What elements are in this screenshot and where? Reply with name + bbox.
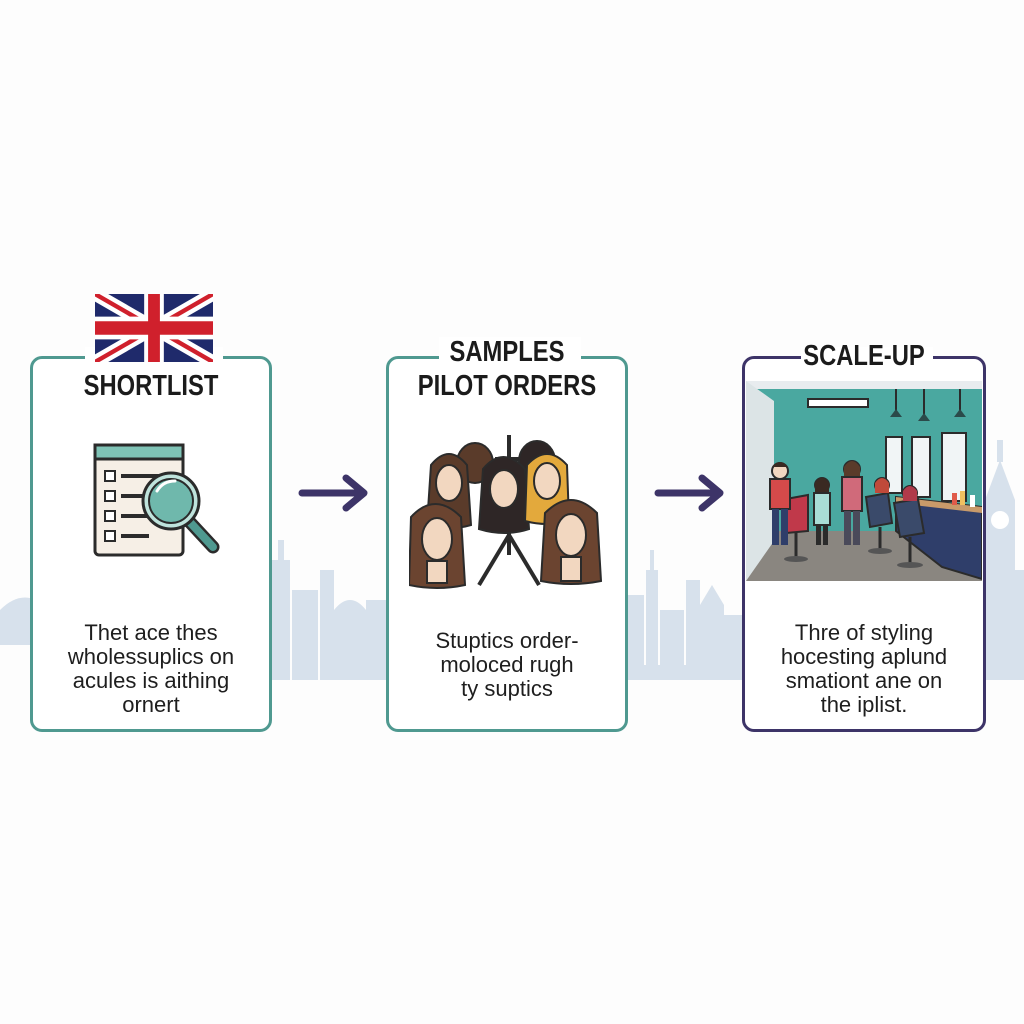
checklist-magnifier-icon <box>93 443 220 557</box>
arrow-right-icon <box>654 474 724 512</box>
step-card-samples: SAMPLES PILOT ORDERS Stuptics order- mol… <box>386 336 628 732</box>
step-title-samples: SAMPLES PILOT ORDERS <box>417 336 597 402</box>
arrow-right-icon <box>298 474 368 512</box>
step-body-samples: Stuptics order- moloced rugh ty suptics <box>435 628 579 701</box>
step-card-scale-up: SCALE-UP <box>742 340 986 732</box>
step-title-scale-up: SCALE-UP <box>803 340 925 372</box>
london-skyline-background <box>0 440 1024 680</box>
step-body-shortlist: Thet ace thes wholessuplics on acules is… <box>67 620 235 717</box>
step-title-shortlist: SHORTLIST <box>83 370 219 402</box>
hair-salon-illustration <box>746 381 982 581</box>
step-card-shortlist: SHORTLIST Thet ace thes wholessuplics on… <box>30 347 272 732</box>
step-body-scale-up: Thre of styling hocesting aplund smation… <box>780 620 948 717</box>
wig-mannequins-illustration <box>409 435 603 589</box>
uk-flag-icon <box>95 294 213 362</box>
